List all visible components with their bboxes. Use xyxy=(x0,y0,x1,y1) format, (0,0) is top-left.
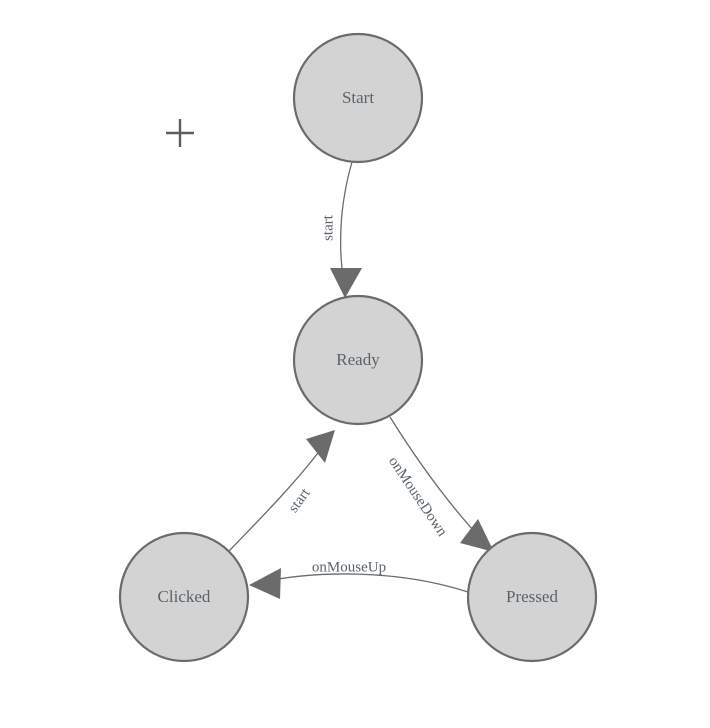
edge-label-ready-to-pressed: onMouseDown xyxy=(385,454,450,540)
edge-label-start-to-ready: start xyxy=(320,214,336,241)
edge-ready-to-pressed[interactable]: onMouseDown xyxy=(385,416,494,552)
node-circle[interactable] xyxy=(292,32,424,164)
edge-path xyxy=(228,440,328,552)
edge-pressed-to-clicked[interactable]: onMouseUp xyxy=(249,559,469,599)
node-label-pressed: Pressed xyxy=(506,587,558,606)
node-clicked[interactable]: Clicked xyxy=(118,531,250,663)
edge-clicked-to-ready[interactable]: start xyxy=(228,430,335,552)
node-start[interactable]: Start xyxy=(292,32,424,164)
edge-path xyxy=(261,573,469,593)
edge-start-to-ready[interactable]: start xyxy=(320,161,362,298)
node-label-clicked: Clicked xyxy=(158,587,211,606)
arrowhead-icon xyxy=(306,430,335,463)
node-circle[interactable] xyxy=(118,531,250,663)
arrowhead-icon xyxy=(249,568,281,599)
node-pressed[interactable]: Pressed xyxy=(466,531,598,663)
crosshair-marker xyxy=(166,119,194,147)
node-label-ready: Ready xyxy=(336,350,380,369)
edge-label-clicked-to-ready: start xyxy=(285,485,314,516)
edge-label-pressed-to-clicked: onMouseUp xyxy=(312,559,386,575)
arrowhead-icon xyxy=(330,268,362,298)
edge-path xyxy=(339,161,353,287)
arrowhead-icon xyxy=(460,519,494,552)
node-label-start: Start xyxy=(342,88,374,107)
node-circle[interactable] xyxy=(292,294,424,426)
node-circle[interactable] xyxy=(466,531,598,663)
node-ready[interactable]: Ready xyxy=(292,294,424,426)
